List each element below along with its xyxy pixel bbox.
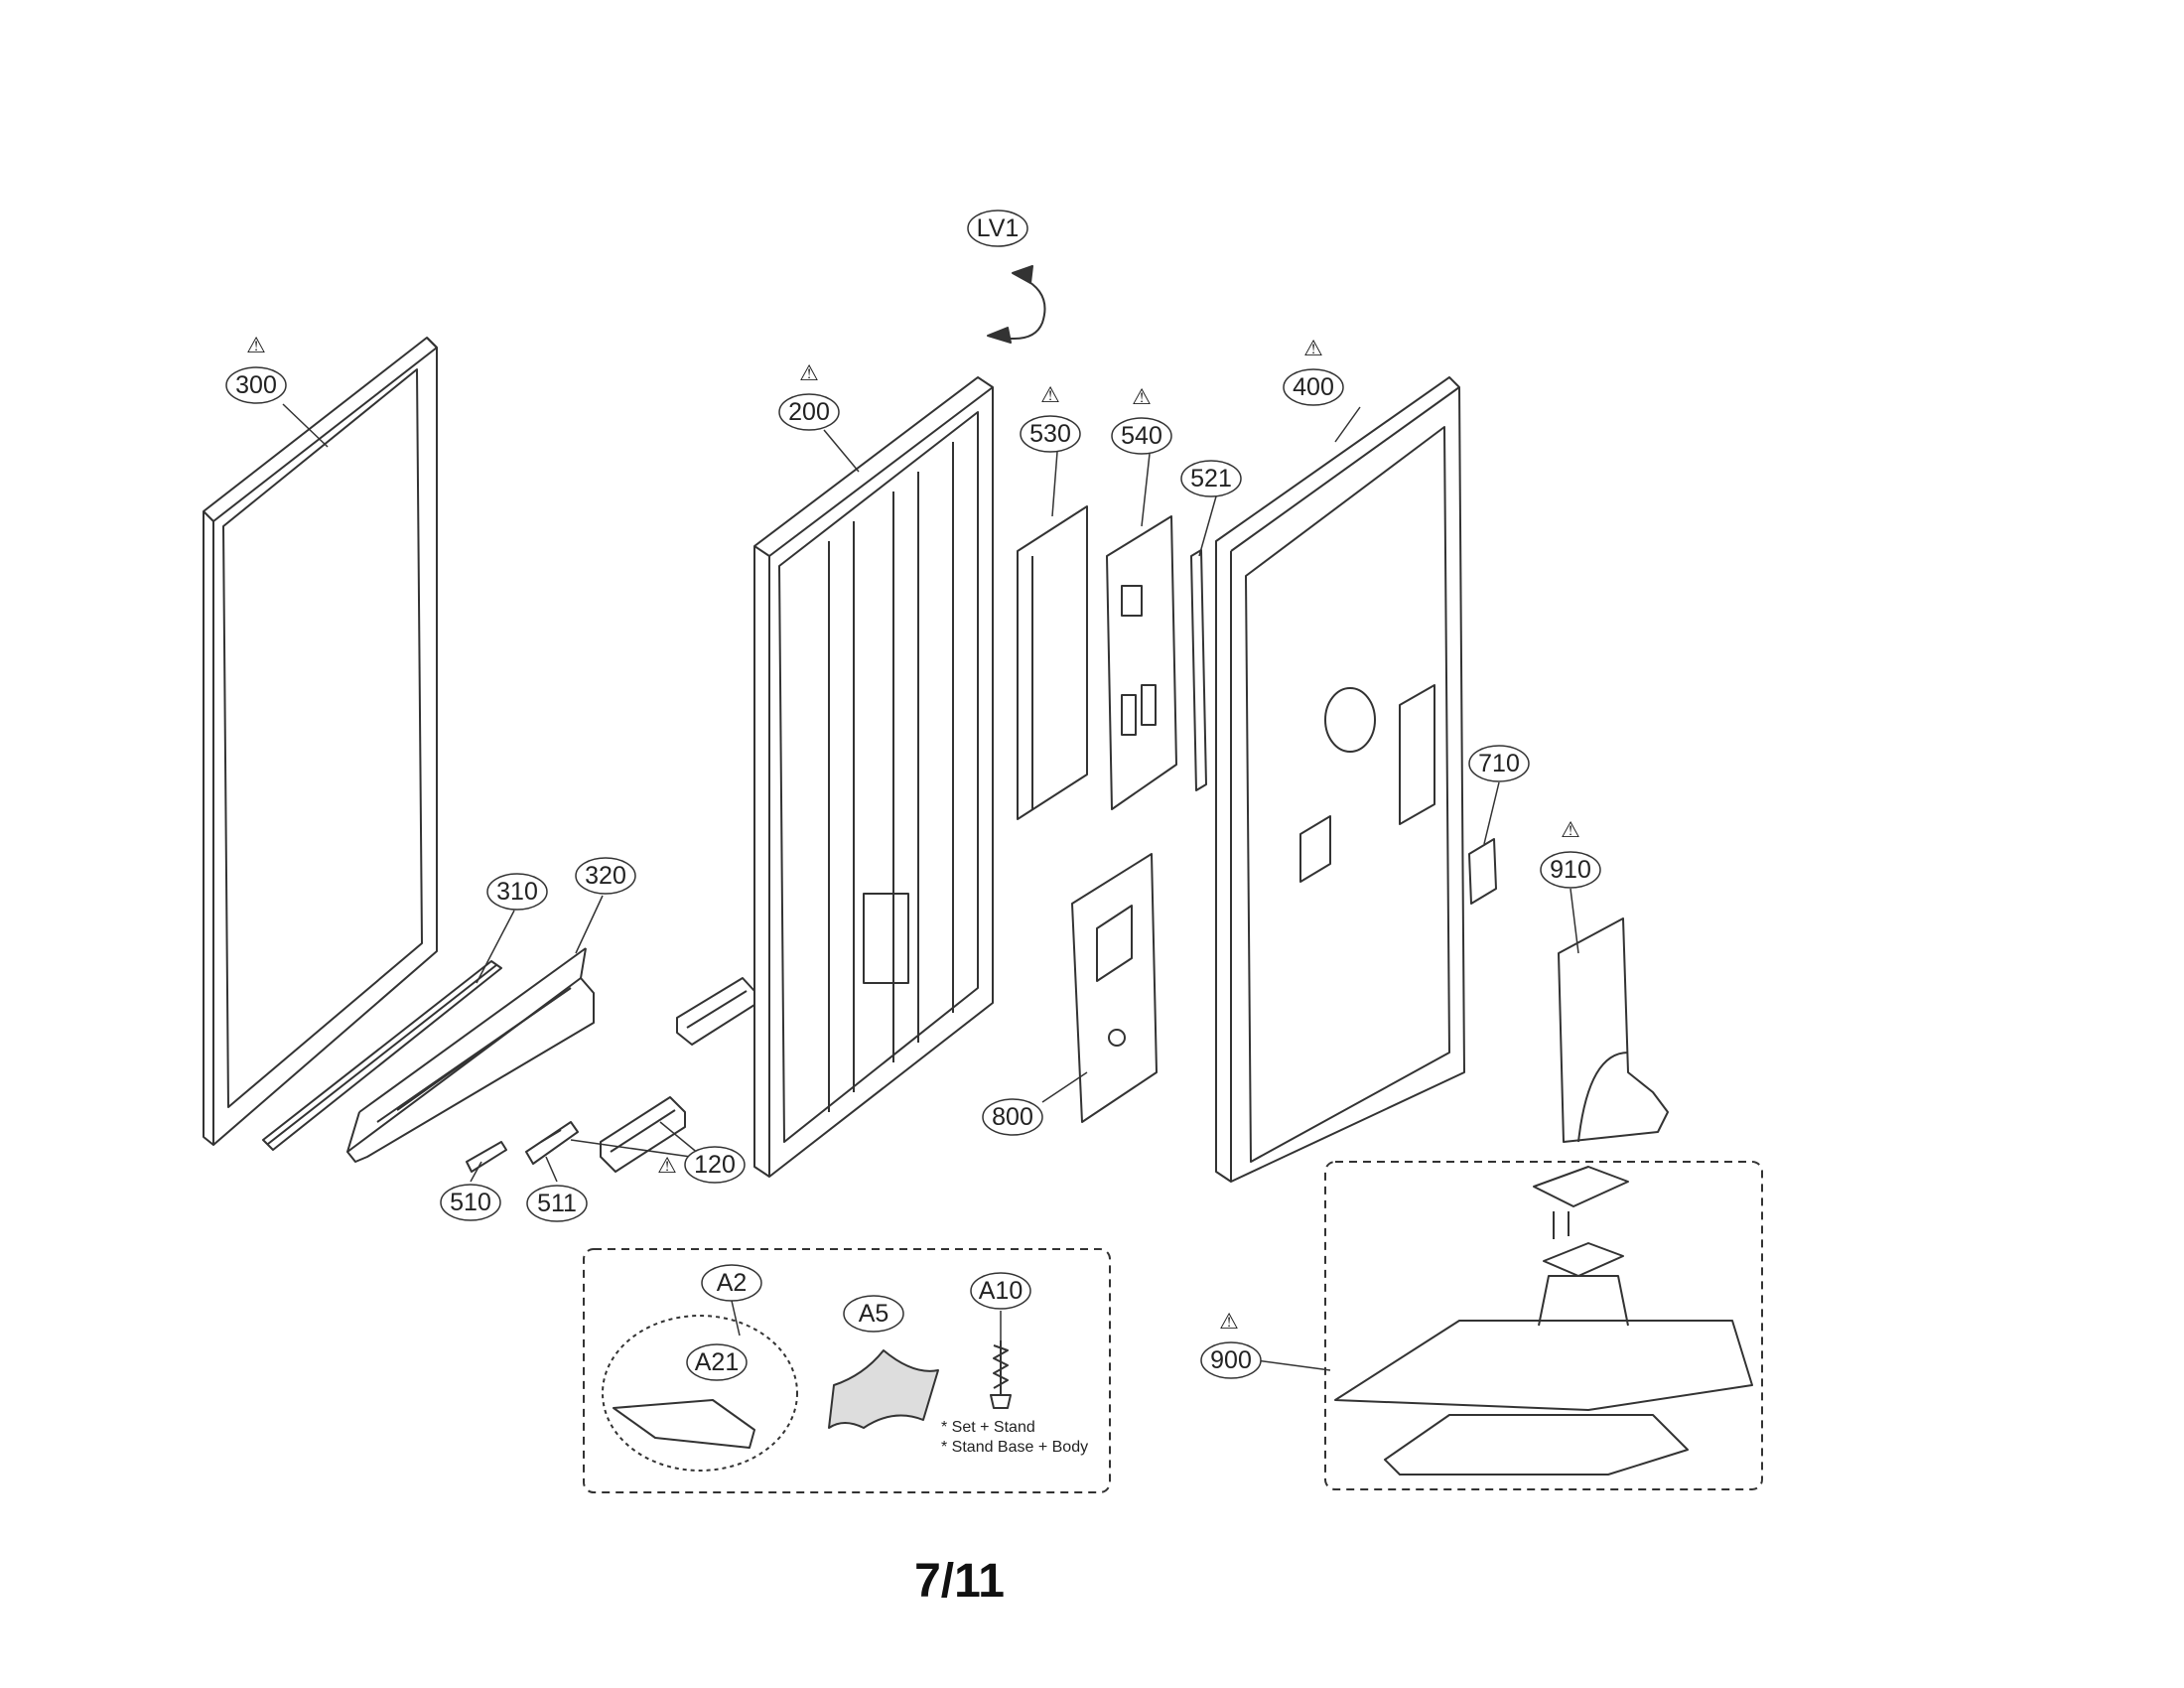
warning-icon: ⚠ <box>1219 1310 1239 1335</box>
bracket-800 <box>1071 853 1158 1123</box>
callout-ellipses <box>225 210 1601 1381</box>
stand-assembly-900 <box>1324 1161 1763 1490</box>
button-board-120 <box>600 977 755 1173</box>
callout-910: 910 <box>1550 856 1591 884</box>
note-set-stand: * Set + Stand <box>941 1419 1035 1436</box>
warning-icon: ⚠ <box>1561 818 1580 843</box>
callout-800: 800 <box>992 1103 1033 1131</box>
callout-a21: A21 <box>695 1348 739 1376</box>
leader-lines <box>282 403 1579 1371</box>
board-530 <box>1017 505 1088 820</box>
front-bezel-300 <box>203 337 438 1146</box>
callout-710: 710 <box>1478 750 1520 777</box>
bottom-cover-320 <box>346 947 595 1163</box>
callout-lv1: LV1 <box>977 214 1020 242</box>
warning-icon: ⚠ <box>657 1154 677 1179</box>
strip-310 <box>262 960 502 1151</box>
part-710 <box>1468 838 1497 905</box>
warning-icon: ⚠ <box>799 361 819 386</box>
back-cover-400 <box>1215 376 1465 1183</box>
note-stand-base-body: * Stand Base + Body <box>941 1439 1088 1456</box>
warning-icon: ⚠ <box>1303 337 1323 361</box>
page-number: 7/11 <box>914 1555 1005 1608</box>
callout-530: 530 <box>1029 420 1071 448</box>
callout-a2: A2 <box>717 1269 748 1297</box>
panel-frame-200 <box>753 376 994 1178</box>
accessory-box <box>583 1248 1111 1493</box>
callout-300: 300 <box>235 371 277 399</box>
callout-a5: A5 <box>859 1300 889 1328</box>
callout-400: 400 <box>1293 373 1334 401</box>
callout-540: 540 <box>1121 422 1162 450</box>
callout-310: 310 <box>496 878 538 906</box>
warning-icon: ⚠ <box>1040 383 1060 408</box>
callout-a10: A10 <box>979 1277 1023 1305</box>
callout-521: 521 <box>1190 465 1232 492</box>
board-510 <box>466 1141 507 1173</box>
board-521 <box>1190 549 1207 791</box>
callout-510: 510 <box>450 1189 491 1216</box>
callout-120: 120 <box>694 1151 736 1179</box>
warning-icon: ⚠ <box>246 334 266 358</box>
warning-symbols: ⚠ ⚠ ⚠ ⚠ ⚠ ⚠ ⚠ ⚠ <box>246 334 1580 1335</box>
cable-lv1 <box>987 265 1046 344</box>
callout-320: 320 <box>585 862 626 890</box>
main-board-540 <box>1106 515 1177 810</box>
warning-icon: ⚠ <box>1132 385 1152 410</box>
callout-511: 511 <box>537 1190 577 1217</box>
callout-200: 200 <box>788 398 830 426</box>
board-511 <box>525 1121 579 1165</box>
stand-neck-910 <box>1558 917 1669 1143</box>
callout-900: 900 <box>1210 1346 1252 1374</box>
